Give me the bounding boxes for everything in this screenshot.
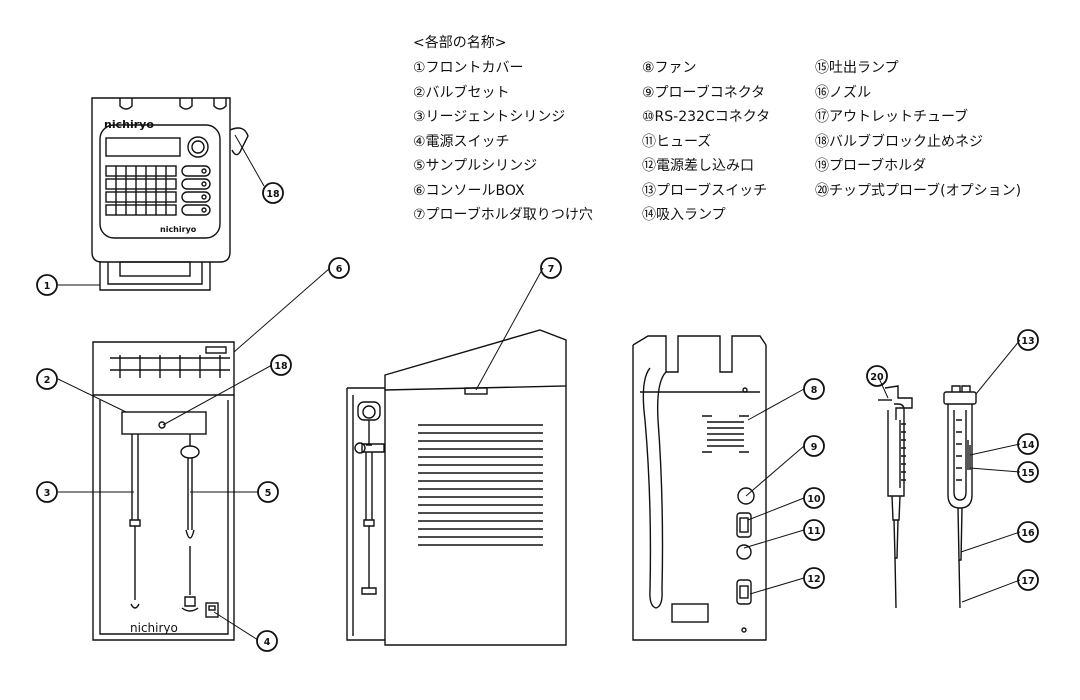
legend-item: ⑱バルブブロック止めネジ xyxy=(815,133,983,150)
legend-item: ⑰アウトレットチューブ xyxy=(815,109,969,125)
svg-text:6: 6 xyxy=(336,264,343,275)
front-brand-label: nichiryo xyxy=(130,621,178,635)
svg-text:2: 2 xyxy=(44,375,51,386)
callout-11: 11 xyxy=(803,519,825,541)
callout-16: 16 xyxy=(1017,521,1039,543)
legend-column-2: ⑧ファン ⑨プローブコネクタ ⑩RS-232Cコネクタ ⑪ヒューズ ⑫電源差し込… xyxy=(642,56,770,228)
legend-item: ④電源スイッチ xyxy=(413,133,510,150)
callout-18-front: 18 xyxy=(270,354,292,376)
tip-probe-illustration xyxy=(878,385,913,609)
console-brand-label: nichiryo xyxy=(104,118,154,131)
side-vent-grille xyxy=(418,424,543,546)
svg-text:7: 7 xyxy=(548,264,555,275)
callout-7: 7 xyxy=(540,257,562,279)
svg-text:20: 20 xyxy=(870,372,884,383)
callout-14: 14 xyxy=(1017,433,1039,455)
legend-item: ⑦プローブホルダ取りつけ穴 xyxy=(413,207,593,223)
callout-15: 15 xyxy=(1017,461,1039,483)
legend-item: ⑯ノズル xyxy=(815,84,871,101)
legend-item: ⑧ファン xyxy=(642,60,697,76)
legend-item: ⑪ヒューズ xyxy=(642,133,712,150)
callout-4: 4 xyxy=(256,630,278,652)
svg-text:18: 18 xyxy=(274,361,288,372)
console-keypad xyxy=(105,165,211,216)
callout-20: 20 xyxy=(866,365,888,387)
svg-text:15: 15 xyxy=(1021,468,1034,479)
callout-9: 9 xyxy=(803,435,825,457)
callouts: 18 1 6 2 18 3 5 4 7 8 9 10 11 12 20 13 1… xyxy=(36,182,1039,652)
svg-text:1: 1 xyxy=(44,281,51,292)
legend-title: <各部の名称> xyxy=(413,35,507,51)
svg-text:17: 17 xyxy=(1021,576,1034,587)
legend-item: ⑨プローブコネクタ xyxy=(642,84,766,101)
svg-text:12: 12 xyxy=(807,574,820,585)
legend-item: ⑳チップ式プローブ(オプション) xyxy=(815,182,1022,199)
legend-column-1: ①フロントカバー ②バルブセット ③リージェントシリンジ ④電源スイッチ ⑤サン… xyxy=(413,56,593,228)
svg-text:10: 10 xyxy=(807,494,821,505)
legend-item: ⑲プローブホルダ xyxy=(815,158,927,174)
front-view-illustration xyxy=(92,341,235,641)
callout-6: 6 xyxy=(328,257,350,279)
console-brand-label-lower: nichiryo xyxy=(160,225,197,234)
legend-item: ③リージェントシリンジ xyxy=(413,109,566,125)
leader-lines xyxy=(57,134,1021,641)
callout-8: 8 xyxy=(803,378,825,400)
legend-item: ⑫電源差し込み口 xyxy=(642,158,754,174)
svg-text:16: 16 xyxy=(1021,528,1035,539)
legend-item: ⑭吸入ランプ xyxy=(642,207,726,223)
svg-text:18: 18 xyxy=(266,189,280,200)
svg-text:9: 9 xyxy=(811,442,818,453)
svg-text:3: 3 xyxy=(44,488,51,499)
svg-text:11: 11 xyxy=(807,526,820,537)
legend-column-3: ⑮吐出ランプ ⑯ノズル ⑰アウトレットチューブ ⑱バルブブロック止めネジ ⑲プロ… xyxy=(815,56,1021,203)
rear-fan-vent xyxy=(702,415,749,453)
callout-18-console: 18 xyxy=(262,182,284,204)
legend-item: ⑤サンプルシリンジ xyxy=(413,158,538,174)
callout-10: 10 xyxy=(803,487,825,509)
side-view-illustration xyxy=(346,329,567,646)
callout-17: 17 xyxy=(1017,569,1039,591)
callout-1: 1 xyxy=(36,274,58,296)
callout-3: 3 xyxy=(36,481,58,503)
svg-text:5: 5 xyxy=(265,488,272,499)
callout-5: 5 xyxy=(257,481,279,503)
svg-text:8: 8 xyxy=(811,385,818,396)
rear-view-illustration xyxy=(632,335,767,641)
legend-item: ①フロントカバー xyxy=(413,60,524,76)
probe-illustration xyxy=(943,385,977,609)
svg-text:14: 14 xyxy=(1021,440,1035,451)
legend-item: ⑩RS-232Cコネクタ xyxy=(642,109,771,125)
callout-2: 2 xyxy=(36,368,58,390)
legend-item: ⑥コンソールBOX xyxy=(413,182,525,199)
console-box-illustration xyxy=(91,97,249,291)
legend-item: ⑬プローブスイッチ xyxy=(642,182,768,199)
legend-item: ⑮吐出ランプ xyxy=(815,60,899,76)
callout-13: 13 xyxy=(1017,329,1039,351)
callout-12: 12 xyxy=(803,567,825,589)
legend-item: ②バルブセット xyxy=(413,84,510,101)
svg-text:4: 4 xyxy=(264,637,271,648)
svg-text:13: 13 xyxy=(1021,336,1034,347)
